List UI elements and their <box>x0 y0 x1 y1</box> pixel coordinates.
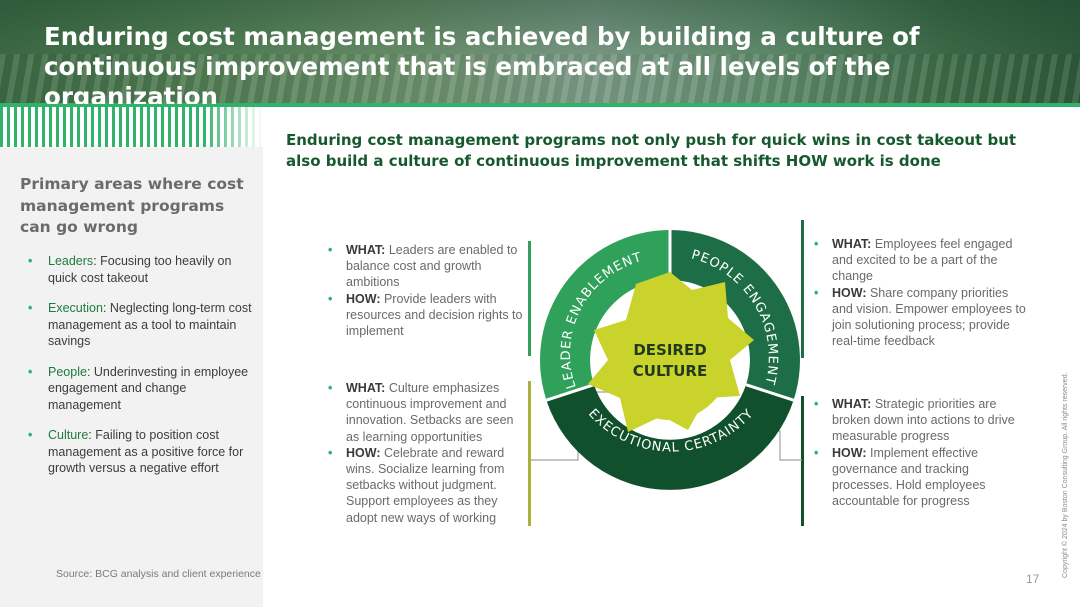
list-item: •HOW: Implement effective governance and… <box>814 445 986 509</box>
execution-bar <box>801 396 804 526</box>
list-item: •HOW: Share company priorities and visio… <box>814 285 1026 349</box>
center-label-line2: CULTURE <box>633 362 707 380</box>
bullet-icon: • <box>814 397 819 411</box>
list-item: •WHAT: Strategic priorities are broken d… <box>814 397 1015 444</box>
culture-block: •WHAT: Culture emphasizes continuous imp… <box>326 380 526 526</box>
bullet-icon: • <box>328 291 333 306</box>
source-note: Source: BCG analysis and client experien… <box>56 568 261 580</box>
center-label-line1: DESIRED <box>633 341 706 359</box>
list-item: •WHAT: Culture emphasizes continuous imp… <box>328 381 514 444</box>
bullet-icon: • <box>814 445 819 460</box>
ring-people-engagement <box>670 230 800 401</box>
people-bar <box>801 220 804 358</box>
list-item: •HOW: Celebrate and reward wins. Sociali… <box>328 445 505 525</box>
culture-bar <box>528 381 531 526</box>
left-panel-title: Primary areas where cost management prog… <box>20 175 244 236</box>
page-number: 17 <box>1026 572 1040 586</box>
bullet-icon: • <box>328 243 333 257</box>
list-item: •Culture: Failing to position cost manag… <box>28 428 244 475</box>
bullet-icon: • <box>28 254 33 268</box>
executional-certainty-block: •WHAT: Strategic priorities are broken d… <box>812 396 1027 509</box>
people-engagement-block: •WHAT: Employees feel engaged and excite… <box>812 236 1027 349</box>
header-accent-line <box>0 103 1080 107</box>
page-title: Enduring cost management is achieved by … <box>44 22 920 104</box>
left-panel-list: •Leaders: Focusing too heavily on quick … <box>26 253 256 491</box>
list-item: •WHAT: Leaders are enabled to balance co… <box>328 243 518 290</box>
center-circle <box>610 300 730 420</box>
list-item: •Execution: Neglecting long-term cost ma… <box>28 301 252 348</box>
ring-separator <box>745 383 795 402</box>
list-item: •People: Underinvesting in employee enga… <box>28 364 249 412</box>
leader-bar <box>528 241 531 356</box>
left-panel <box>0 147 263 607</box>
bullet-icon: • <box>328 445 333 460</box>
list-item: •WHAT: Employees feel engaged and excite… <box>814 237 1013 284</box>
header-banner: Enduring cost management is achieved by … <box>0 0 1080 104</box>
list-item: •HOW: Provide leaders with resources and… <box>328 291 523 339</box>
leader-enablement-block: •WHAT: Leaders are enabled to balance co… <box>326 242 526 339</box>
bullet-icon: • <box>814 237 819 251</box>
culture-cycle-diagram: DESIRED CULTURE LEADER ENABLEMENT PEOPLE… <box>540 230 800 490</box>
bullet-icon: • <box>28 364 33 379</box>
ring-executional-certainty <box>546 384 794 490</box>
ring-separator <box>545 383 595 402</box>
ring-leader-enablement <box>540 230 670 401</box>
decorative-stripes <box>0 107 263 147</box>
section-subtitle: Enduring cost management programs not on… <box>286 131 1017 170</box>
bullet-icon: • <box>28 428 33 442</box>
list-item: •Leaders: Focusing too heavily on quick … <box>28 254 232 285</box>
bullet-icon: • <box>328 381 333 395</box>
bullet-icon: • <box>814 285 819 300</box>
bullet-icon: • <box>28 301 33 315</box>
